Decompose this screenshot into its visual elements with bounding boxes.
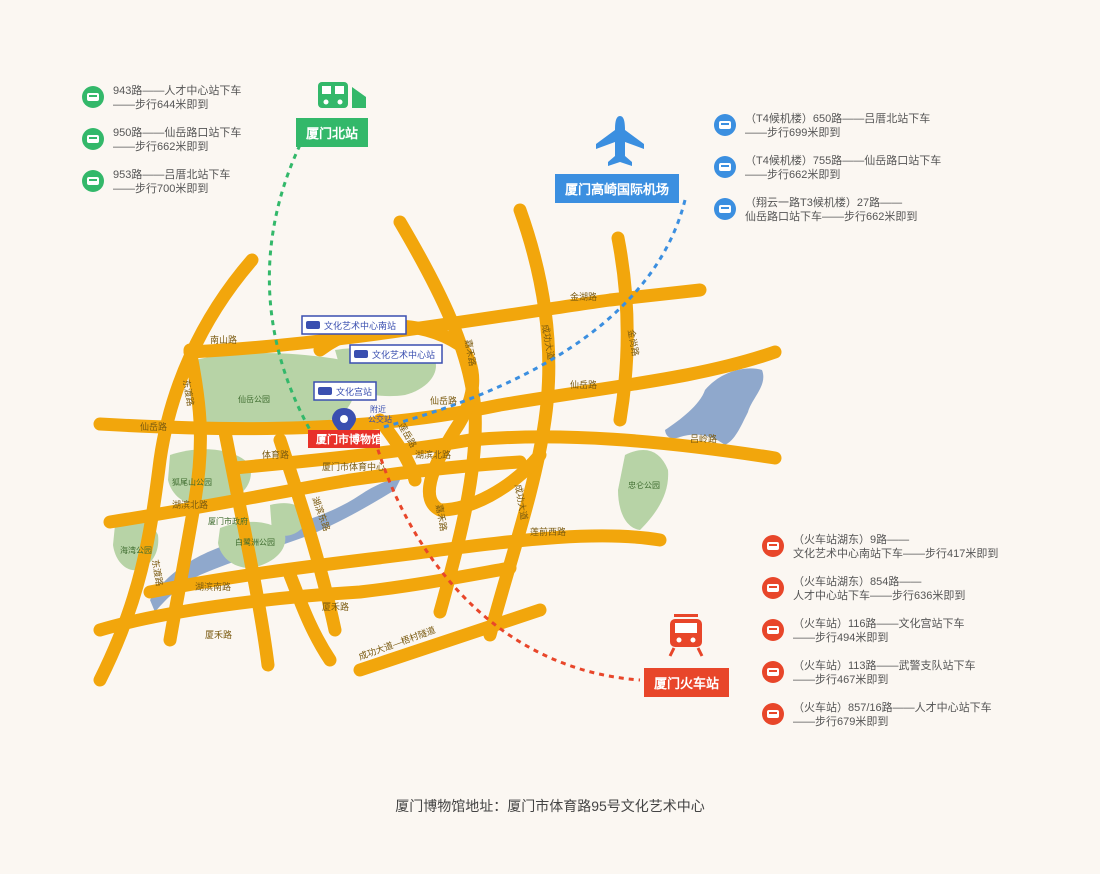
label-park-bailuzhou: 白鹭洲公园 bbox=[235, 537, 275, 547]
route-item: （火车站湖东）9路—— 文化艺术中心南站下车——步行417米即到 bbox=[762, 533, 998, 561]
route-text: （T4候机楼）650路——吕厝北站下车 ——步行699米即到 bbox=[745, 113, 931, 139]
label-hubin-s: 湖滨南路 bbox=[195, 581, 231, 592]
route-text: （火车站）857/16路——人才中心站下车 ——步行679米即到 bbox=[793, 702, 992, 728]
museum-nearby: 附近 bbox=[370, 404, 386, 414]
bus-stop-c-label: 文化宫站 bbox=[336, 386, 372, 397]
label-gov: 厦门市政府 bbox=[208, 516, 248, 526]
road-xianyue bbox=[93, 345, 782, 436]
road-jinshang bbox=[611, 231, 634, 427]
routes-train: （火车站湖东）9路—— 文化艺术中心南站下车——步行417米即到 （火车站湖东）… bbox=[762, 533, 998, 743]
road-tiyu-vertical bbox=[218, 425, 275, 672]
bus-icon bbox=[82, 170, 104, 192]
route-text: （火车站）113路——武警支队站下车 ——步行467米即到 bbox=[793, 660, 976, 686]
bus-stop-a-label: 文化艺术中心南站 bbox=[324, 320, 396, 331]
route-item: （翔云一路T3候机楼）27路—— 仙岳路口站下车——步行662米即到 bbox=[714, 196, 941, 224]
bus-stop-b[interactable]: 文化艺术中心站 bbox=[349, 344, 443, 364]
label-nanshan: 南山路 bbox=[210, 334, 237, 345]
route-text: 943路——人才中心站下车 ——步行644米即到 bbox=[113, 85, 242, 111]
label-hubin-n: 湖滨北路 bbox=[415, 449, 451, 460]
label-jiahe-n: 嘉禾路 bbox=[463, 338, 479, 367]
road-xiahe bbox=[283, 568, 337, 667]
route-item: （T4候机楼）755路——仙岳路口站下车 ——步行662米即到 bbox=[714, 154, 941, 182]
bus-icon bbox=[714, 114, 736, 136]
bus-icon bbox=[762, 619, 784, 641]
label-tiyu-center: 厦门市体育中心 bbox=[322, 461, 385, 472]
address-footer: 厦门博物馆地址：厦门市体育路95号文化艺术中心 bbox=[395, 798, 705, 814]
label-xianyue-w: 仙岳路 bbox=[140, 421, 167, 432]
bus-stop-c[interactable]: 文化宫站 bbox=[313, 381, 377, 401]
route-item: 943路——人才中心站下车 ——步行644米即到 bbox=[82, 84, 241, 112]
route-item: （T4候机楼）650路——吕厝北站下车 ——步行699米即到 bbox=[714, 112, 941, 140]
route-text: （火车站湖东）9路—— 文化艺术中心南站下车——步行417米即到 bbox=[793, 534, 999, 560]
bus-icon bbox=[762, 535, 784, 557]
road-lianqian bbox=[143, 529, 667, 599]
museum-name: 厦门市博物馆 bbox=[316, 432, 382, 446]
museum-nearby2: 公交站 bbox=[368, 414, 392, 424]
label-dongdu2: 东渡路 bbox=[150, 558, 166, 587]
bus-icon bbox=[762, 661, 784, 683]
route-item: 953路——吕厝北站下车 ——步行700米即到 bbox=[82, 168, 241, 196]
route-text: （翔云一路T3候机楼）27路—— 仙岳路口站下车——步行662米即到 bbox=[745, 197, 918, 223]
route-line-airport bbox=[379, 199, 687, 430]
label-xianyue-e: 仙岳路 bbox=[570, 379, 597, 390]
label-park-zhongren: 忠仑公园 bbox=[628, 480, 660, 490]
museum-marker[interactable]: 厦门市博物馆 附近 公交站 bbox=[308, 404, 392, 448]
label-lvling: 吕岭路 bbox=[690, 433, 717, 444]
park-labels: 仙岳公园 狐尾山公园 厦门市政府 白鹭洲公园 海湾公园 忠仑公园 bbox=[120, 394, 660, 555]
road-hubin-east bbox=[273, 433, 342, 637]
road-tunnel bbox=[353, 603, 547, 677]
lake-water bbox=[665, 368, 764, 445]
station-north-box[interactable]: 厦门北站 bbox=[296, 118, 369, 147]
routes-airport: （T4候机楼）650路——吕厝北站下车 ——步行699米即到 （T4候机楼）75… bbox=[714, 112, 941, 238]
road-chenggong bbox=[483, 203, 556, 642]
route-item: （火车站）113路——武警支队站下车 ——步行467米即到 bbox=[762, 659, 998, 687]
road-west-outer bbox=[93, 253, 259, 687]
bus-icon bbox=[762, 703, 784, 725]
route-text: （火车站）116路——文化宫站下车 ——步行494米即到 bbox=[793, 618, 965, 644]
label-jinhu: 金湖路 bbox=[570, 291, 597, 302]
bus-icon bbox=[82, 86, 104, 108]
label-lianqian: 莲前西路 bbox=[530, 526, 566, 537]
bus-icon bbox=[762, 577, 784, 599]
station-airport-box[interactable]: 厦门高崎国际机场 bbox=[555, 174, 680, 203]
routes-north: 943路——人才中心站下车 ——步行644米即到 950路——仙岳路口站下车 —… bbox=[82, 84, 241, 210]
route-line-train bbox=[373, 439, 641, 682]
label-xianyue-m: 仙岳路 bbox=[430, 395, 457, 406]
label-park-huweishan: 狐尾山公园 bbox=[172, 477, 212, 487]
road-hubin-south bbox=[93, 561, 517, 637]
station-train-box[interactable]: 厦门火车站 bbox=[644, 668, 730, 697]
bus-icon bbox=[714, 156, 736, 178]
route-text: （T4候机楼）755路——仙岳路口站下车 ——步行662米即到 bbox=[745, 155, 942, 181]
bus-icon bbox=[714, 198, 736, 220]
label-xiahe-e: 厦禾路 bbox=[322, 601, 349, 612]
label-park-haiwan: 海湾公园 bbox=[120, 545, 152, 555]
label-xiahe-w: 厦禾路 bbox=[205, 629, 232, 640]
label-park-xianyue: 仙岳公园 bbox=[238, 394, 270, 404]
plane-icon bbox=[596, 116, 644, 166]
train-icon-north bbox=[318, 82, 366, 108]
route-item: （火车站湖东）854路—— 人才中心站下车——步行636米即到 bbox=[762, 575, 998, 603]
road-network bbox=[93, 203, 782, 687]
route-item: （火车站）116路——文化宫站下车 ——步行494米即到 bbox=[762, 617, 998, 645]
label-tiyu: 体育路 bbox=[262, 449, 289, 460]
bus-stop-a[interactable]: 文化艺术中心南站 bbox=[301, 315, 407, 335]
route-item: （火车站）857/16路——人才中心站下车 ——步行679米即到 bbox=[762, 701, 998, 729]
park-xianyue bbox=[190, 353, 357, 425]
bus-stop-b-label: 文化艺术中心站 bbox=[372, 349, 435, 360]
route-text: 950路——仙岳路口站下车 ——步行662米即到 bbox=[113, 127, 242, 153]
route-text: 953路——吕厝北站下车 ——步行700米即到 bbox=[113, 169, 231, 195]
road-jiahe bbox=[393, 215, 482, 619]
bus-icon bbox=[82, 128, 104, 150]
route-item: 950路——仙岳路口站下车 ——步行662米即到 bbox=[82, 126, 241, 154]
train-icon-railway bbox=[668, 614, 704, 657]
label-jinshang: 金尚路 bbox=[626, 328, 642, 357]
label-hubin-n2: 湖滨北路 bbox=[172, 499, 208, 510]
road-dongdu bbox=[163, 343, 207, 647]
label-dongdu: 东渡路 bbox=[181, 378, 197, 407]
route-line-north bbox=[267, 144, 312, 431]
label-jiahe-s: 嘉禾路 bbox=[434, 503, 450, 532]
route-text: （火车站湖东）854路—— 人才中心站下车——步行636米即到 bbox=[793, 576, 966, 602]
park-zhongren bbox=[618, 450, 669, 530]
